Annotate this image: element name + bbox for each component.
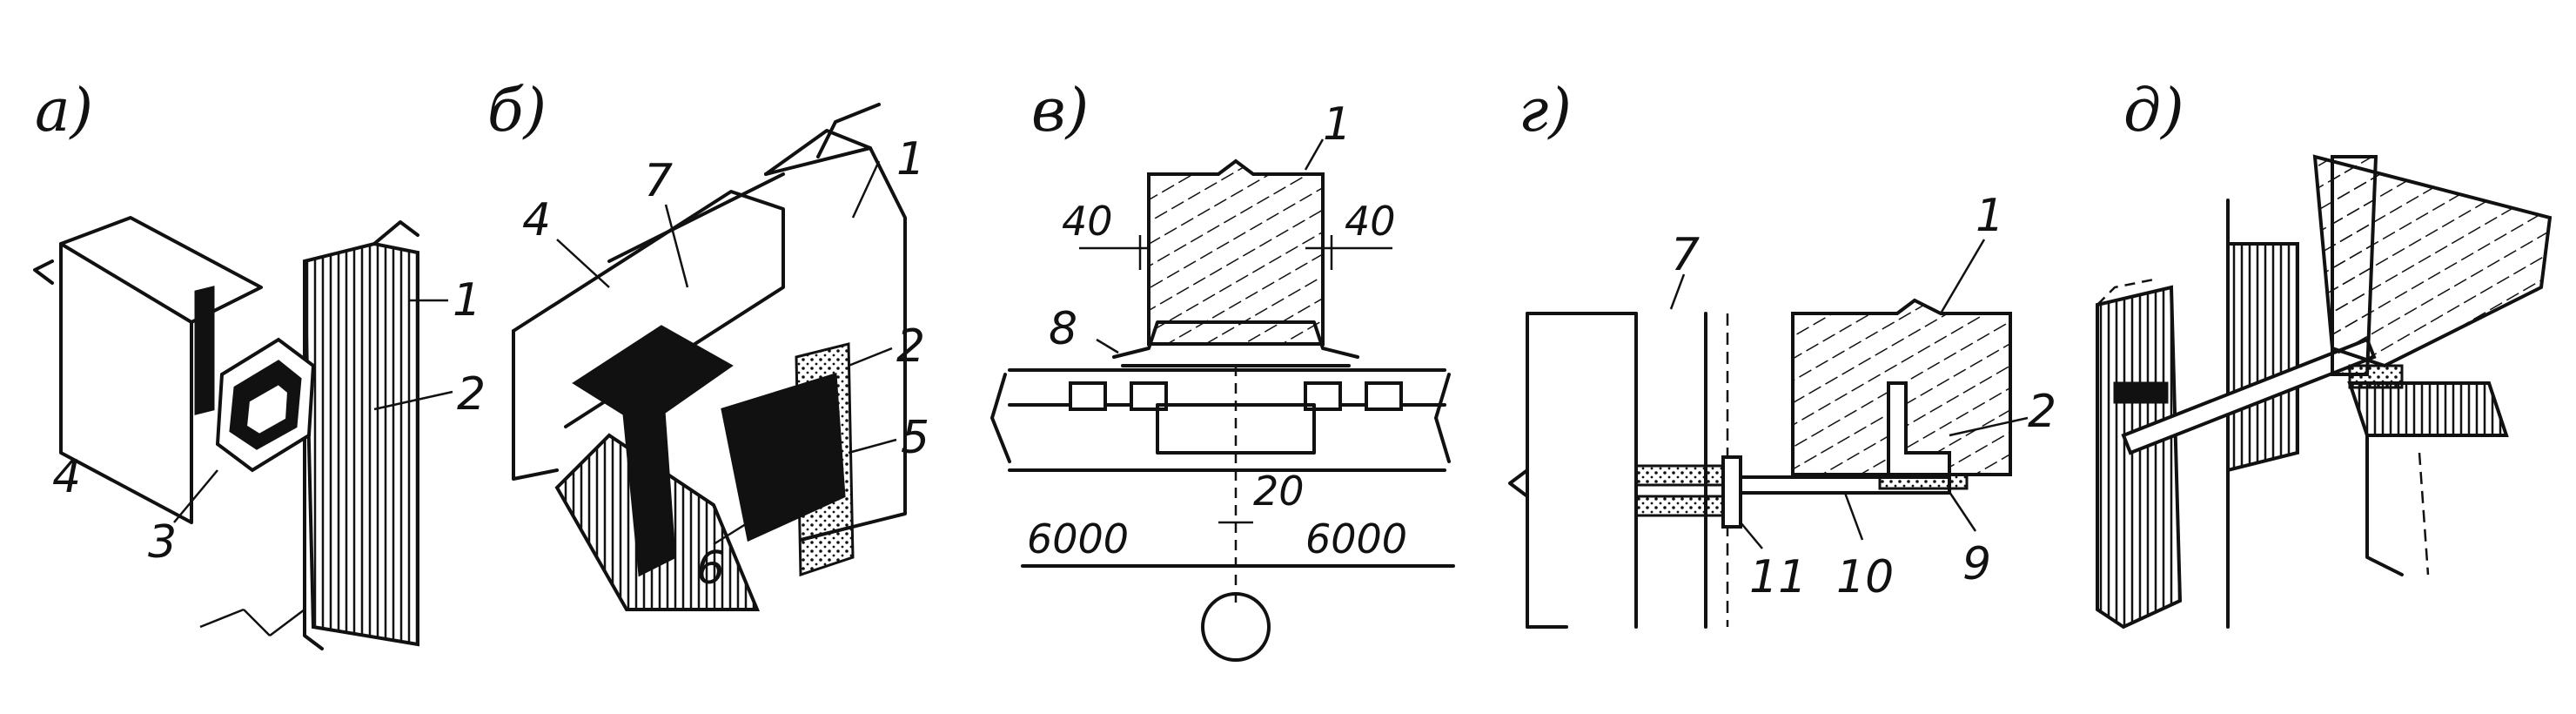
leader-5 [848,438,897,455]
callout-1: 1 [453,274,481,327]
callout-3: 3 [148,516,177,569]
callout-7: 7 [644,155,673,207]
beam-4-end [512,329,559,481]
break-line [764,129,872,176]
anchor [1634,464,1725,487]
leader-3 [173,469,218,523]
grid-axis-marker [1201,592,1271,662]
dim-40-right: 40 [1345,198,1396,245]
beam-4-top [59,216,263,324]
dim-6000-left: 6000 [1027,515,1129,562]
saddle [1112,320,1359,359]
column-1 [302,241,419,647]
panel-a-label: а) [35,77,93,145]
bracket-top-plate [572,325,734,428]
leader-2 [373,390,453,411]
dim-20-label: 20 [1253,468,1305,515]
callout-1: 1 [896,133,925,185]
panel-d: д) [2096,77,2553,630]
leader-1 [1304,138,1325,171]
bolt [1069,381,1107,411]
bottom-line [269,609,305,637]
break-line [1508,468,1529,498]
callout-2: 2 [896,320,925,373]
panel-d-label: д) [2123,77,2184,145]
leader-7 [1669,273,1686,310]
weld [2348,364,2404,389]
bracket-3-hole [243,381,292,438]
leader-7 [664,204,689,288]
callout-2: 2 [2028,386,2056,438]
panel-a: а) 1 2 3 4 [33,77,486,650]
callout-6: 6 [696,542,725,595]
angle-flange [2347,381,2509,437]
callout-10: 10 [1836,551,1894,603]
break-line [1434,373,1451,463]
callout-7: 7 [1671,229,1700,281]
callout-1: 1 [1323,98,1352,151]
panel-b: б) 1 2 4 5 6 7 [487,77,929,611]
panel-v: в) 1 40 40 8 20 6000 6000 [990,77,1455,662]
hidden-edge [2418,452,2430,576]
panel-v-label: в) [1031,77,1089,145]
leader-2 [1949,416,2029,437]
anchor [1634,495,1725,517]
plate [194,286,215,415]
dim-6000-right: 6000 [1305,515,1407,562]
callout-2: 2 [457,368,486,421]
break-line [33,259,54,285]
beam-4-face [59,242,193,524]
callout-1: 1 [1976,190,2004,242]
wall-panel [2096,285,2183,630]
leader-11 [1740,522,1763,549]
panel-g: г) 7 11 10 1 2 9 [1508,77,2056,629]
bottom-line [199,608,245,629]
callout-4: 4 [52,451,81,503]
leader-2 [848,347,893,367]
leader-1 [851,160,881,219]
panel-b-label: б) [487,77,547,145]
washer-11 [1721,455,1742,529]
callout-9: 9 [1962,538,1991,590]
plate-9 [1878,473,1969,490]
bolt [1365,381,1403,411]
callout-11: 11 [1749,551,1807,603]
bottom-line [243,609,271,637]
leader-9 [1948,491,1977,532]
leader-10 [1843,492,1864,541]
bracket-web [621,372,676,577]
column-1 [764,146,907,542]
leader-8 [1096,338,1119,354]
break-line [816,103,881,158]
leader-1 [1939,239,1986,314]
break-line [372,220,419,246]
leader-6 [713,521,749,546]
hidden-edge [2096,277,2159,306]
break-line [990,373,1011,463]
clip [2113,381,2169,404]
callout-5: 5 [901,412,929,464]
leader-4 [556,239,610,288]
column-1 [1147,158,1325,346]
column-section [2226,242,2299,473]
callout-8: 8 [1049,303,1077,355]
callout-4: 4 [522,194,551,246]
beam-7-edge [607,172,785,263]
dim-40-left: 40 [1062,198,1113,245]
slab-edge [2331,155,2378,376]
panel-g-label: г) [1519,77,1572,145]
plate-5 [795,342,855,577]
angle-leg [2365,434,2404,576]
